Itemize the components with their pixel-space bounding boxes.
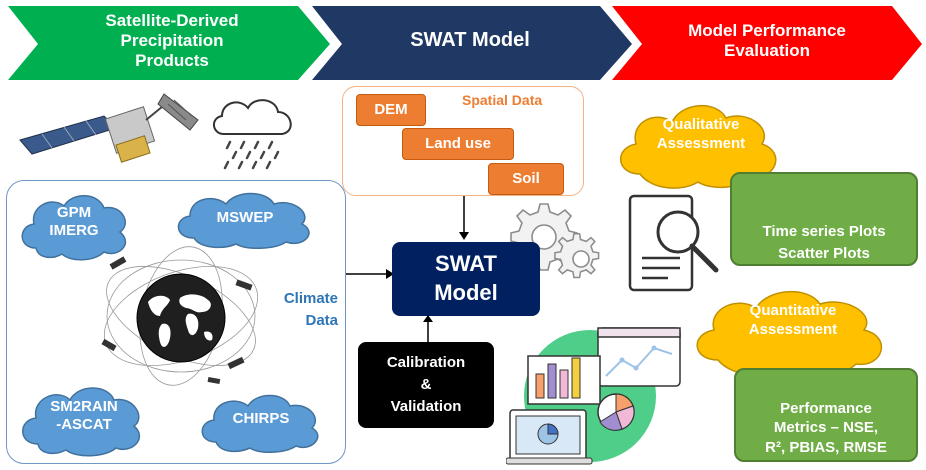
climate-data-panel — [6, 180, 346, 464]
qualitative-details-box: Time series Plots Scatter Plots — [730, 172, 918, 266]
cloud-mswep — [177, 192, 310, 249]
step-3-label-wrap: Model Performance Evaluation — [636, 0, 898, 82]
cloud-qualitative — [619, 104, 777, 189]
step-1-label-wrap: Satellite-Derived Precipitation Products — [40, 0, 304, 82]
step-2-label-wrap: SWAT Model — [340, 0, 600, 82]
cloud-sm2rain-ascat — [22, 387, 141, 457]
quantitative-details-box: Performance Metrics – NSE, R², PBIAS, RM… — [734, 368, 918, 462]
swat-model-label: SWAT Model — [434, 251, 498, 305]
qualitative-details: Time series Plots Scatter Plots — [762, 222, 886, 263]
step-2-label: SWAT Model — [410, 29, 530, 52]
rain-cloud-icon — [213, 99, 292, 170]
spatial-data-title: Spatial Data — [462, 92, 543, 108]
quantitative-assessment-title: Quantitative Assessment — [748, 302, 838, 338]
swat-model-box: SWAT Model — [392, 242, 540, 316]
spatial-item-soil: Soil — [488, 163, 564, 195]
magnifier-document-icon — [628, 194, 719, 292]
product-mswep: MSWEP — [216, 209, 274, 226]
cloud-chirps — [201, 394, 319, 453]
arrow-climate-to-swat — [346, 269, 394, 279]
product-sm2rain-ascat: SM2RAIN -ASCAT — [50, 398, 118, 433]
spatial-item-land-use: Land use — [402, 128, 514, 160]
chevron-performance-evaluation — [612, 6, 922, 80]
product-gpm-imerg: GPM IMERG — [49, 204, 99, 239]
product-chirps: CHIRPS — [232, 410, 290, 427]
qualitative-assessment-title: Qualitative Assessment — [656, 116, 746, 152]
spatial-item-dem: DEM — [356, 94, 426, 126]
calibration-validation-label: Calibration & Validation — [386, 354, 466, 415]
step-1-label: Satellite-Derived Precipitation Products — [105, 10, 239, 71]
climate-data-label: Climate Data — [283, 290, 338, 329]
arrow-spatial-to-swat — [459, 196, 469, 240]
chevron-swat-model — [312, 6, 632, 80]
chevron-satellite-products — [8, 6, 330, 80]
step-3-label: Model Performance Evaluation — [688, 20, 846, 60]
arrow-calibration-to-swat — [423, 315, 433, 344]
cloud-gpm-imerg — [21, 195, 127, 261]
spatial-data-panel — [342, 86, 584, 196]
header-chevrons — [8, 6, 922, 80]
calibration-validation-box: Calibration & Validation — [358, 342, 494, 428]
satellite-icon — [19, 93, 199, 163]
quantitative-details: Performance Metrics – NSE, R², PBIAS, RM… — [765, 400, 887, 456]
globe-icon — [101, 246, 259, 386]
analytics-dashboard-icon — [506, 327, 681, 465]
